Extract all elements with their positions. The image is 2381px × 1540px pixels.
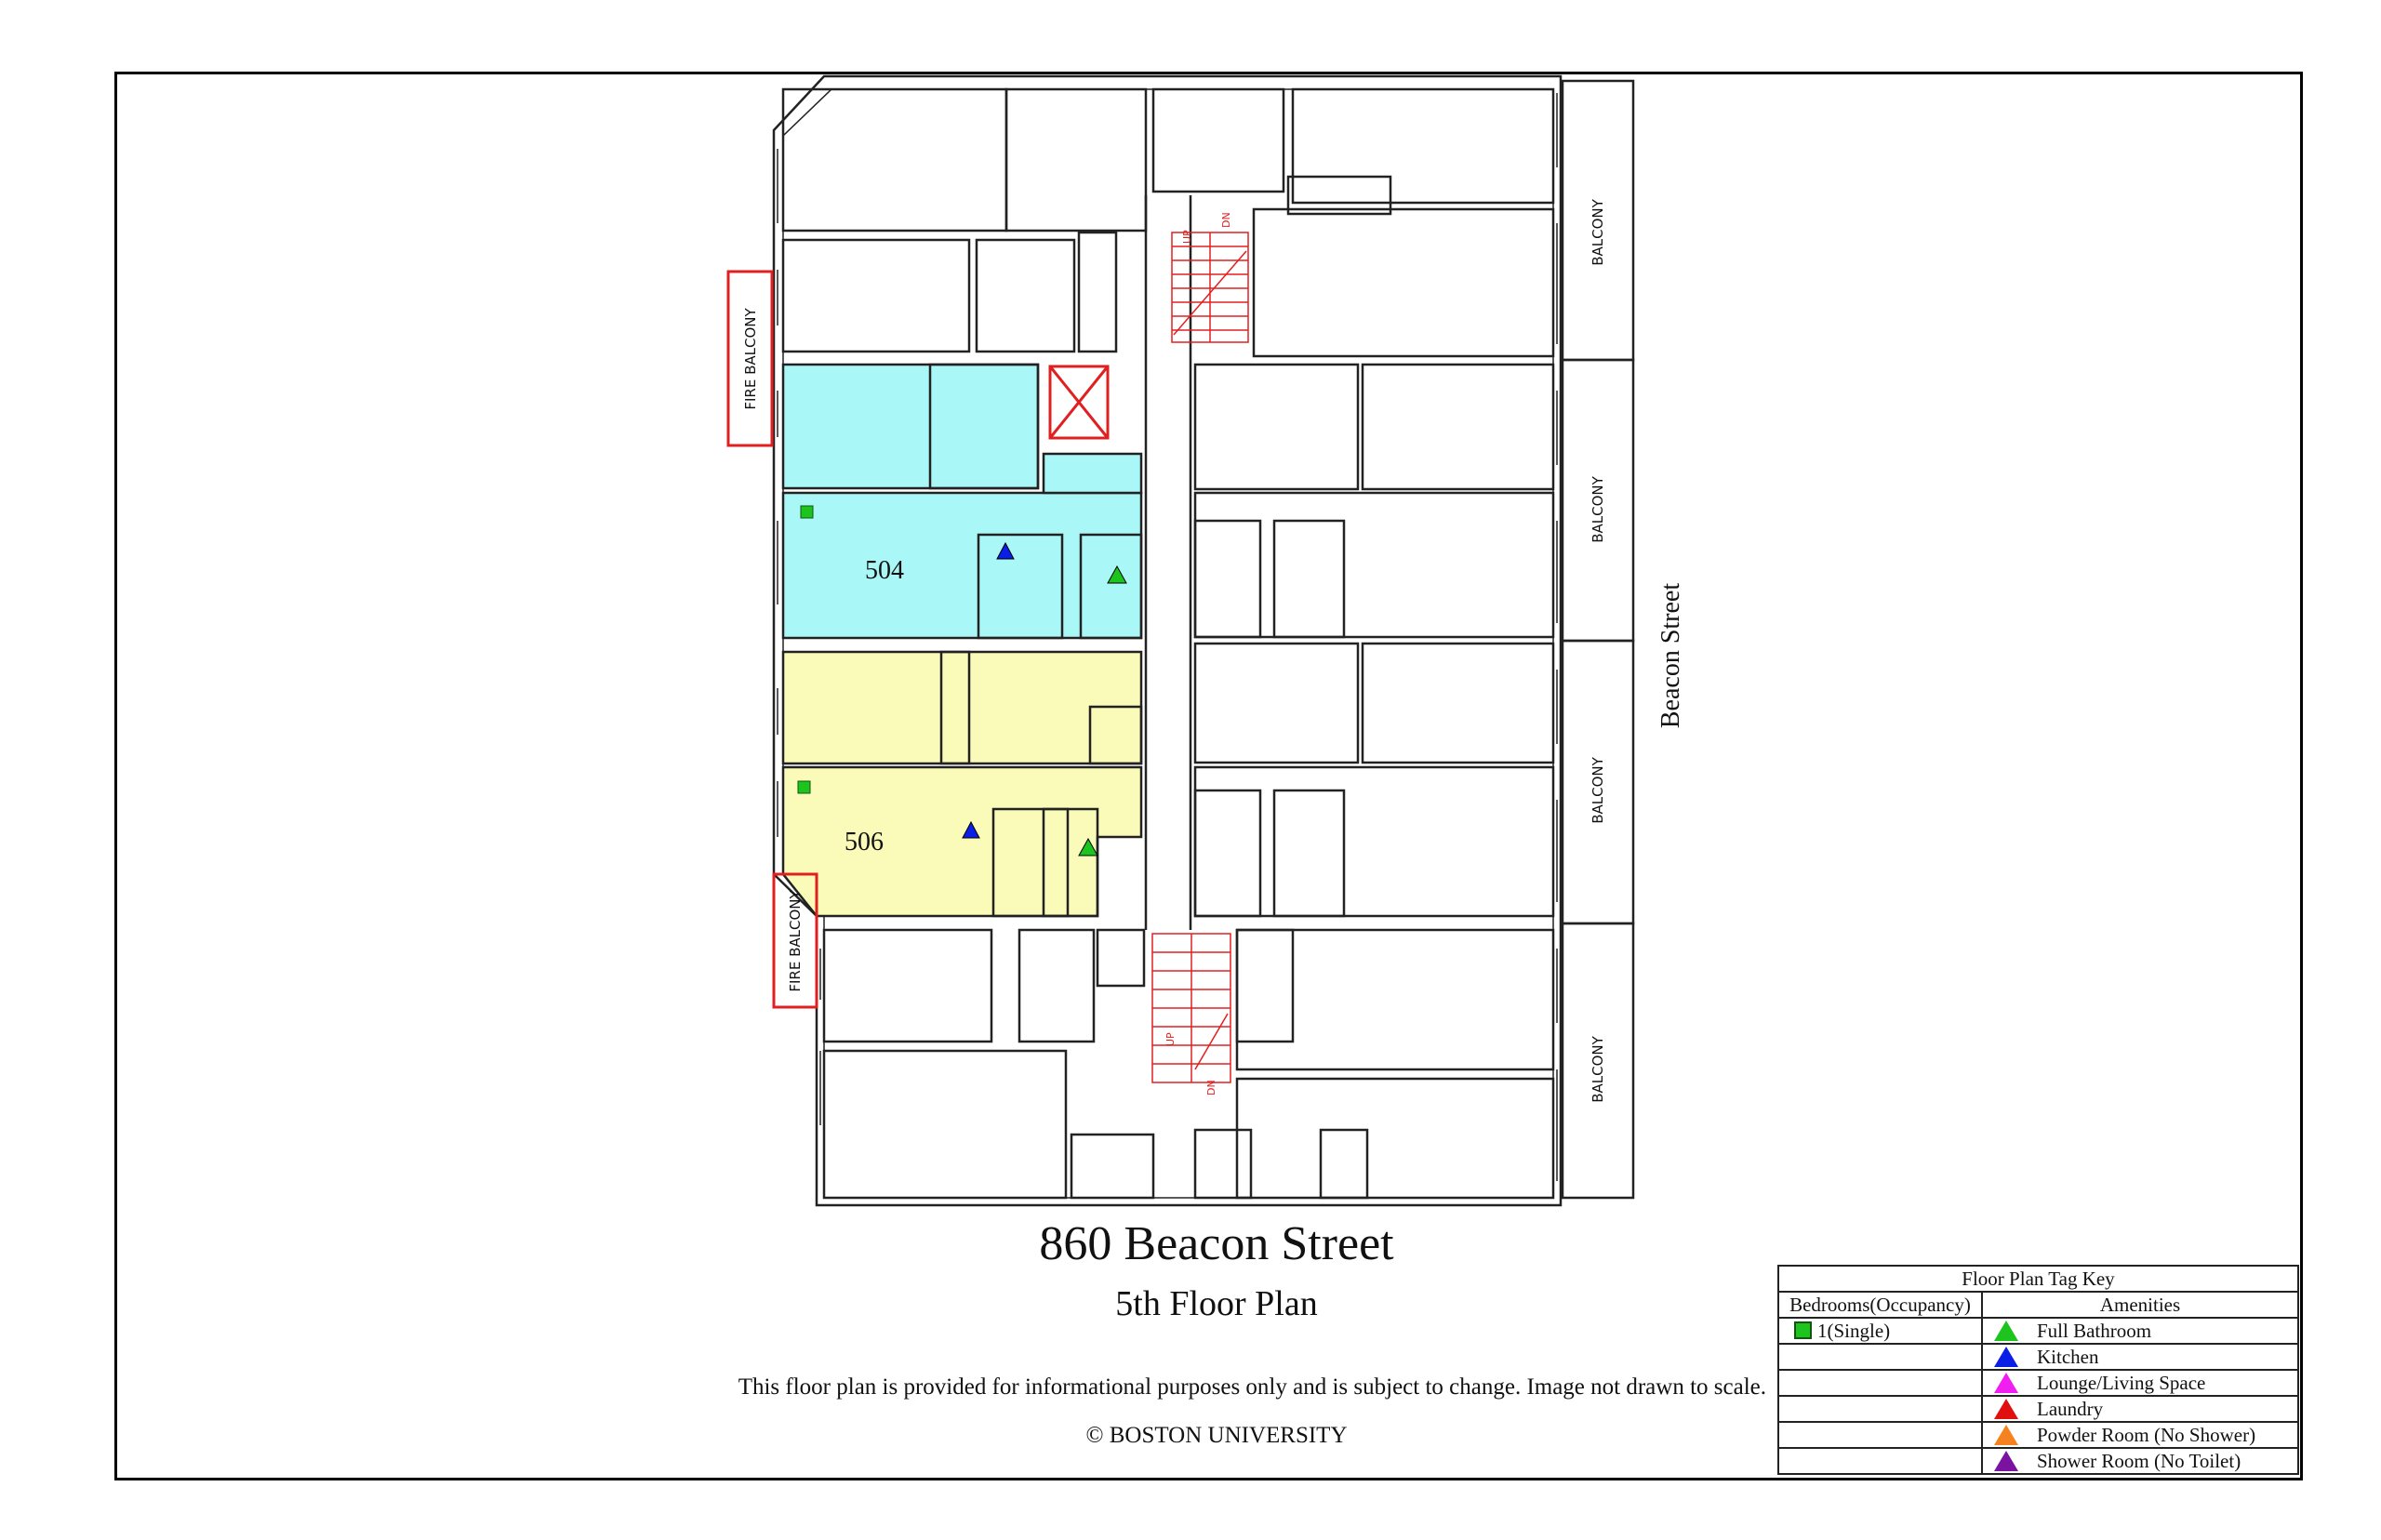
unit-label-506: 506 xyxy=(845,828,884,856)
unit-504-bath xyxy=(1042,452,1143,495)
bedroom-key-item: 1(Single) xyxy=(1777,1317,1983,1345)
unit-504-room-b xyxy=(781,491,1143,640)
unit-504-room-a xyxy=(781,363,1040,490)
building-outline xyxy=(772,74,1563,1207)
disclaimer: This floor plan is provided for informat… xyxy=(738,1374,1766,1400)
purple-triangle-icon xyxy=(1994,1450,2018,1471)
stair-dn-label: DN xyxy=(1205,1080,1217,1095)
balcony-label: BALCONY xyxy=(1590,198,1606,265)
balcony-4 xyxy=(1561,922,1635,1200)
tag-key-table: Floor Plan Tag Key Bedrooms(Occupancy)Am… xyxy=(1777,1265,2299,1475)
amenity-key-item: Kitchen xyxy=(1981,1343,2299,1371)
kitchen-tag xyxy=(962,820,980,839)
amenity-key-item: Powder Room (No Shower) xyxy=(1981,1421,2299,1449)
amenity-key-item: Laundry xyxy=(1981,1395,2299,1423)
bathroom-tag xyxy=(1078,837,1098,856)
amenities-header: Amenities xyxy=(1981,1291,2299,1319)
red-triangle-icon xyxy=(1994,1398,2018,1419)
fire-balcony-top xyxy=(726,270,774,447)
green-square-icon xyxy=(1794,1321,1812,1339)
unit-506-room-a xyxy=(781,650,1143,765)
magenta-triangle-icon xyxy=(1994,1372,2018,1393)
unit-label-504: 504 xyxy=(865,556,904,585)
fire-balcony-label: FIRE BALCONY xyxy=(742,308,759,410)
drawing-frame xyxy=(114,72,2303,1480)
key-title: Floor Plan Tag Key xyxy=(1777,1265,2299,1293)
stair-dn-label: DN xyxy=(1220,212,1232,228)
bedrooms-header: Bedrooms(Occupancy) xyxy=(1777,1291,1983,1319)
bedroom-tag xyxy=(800,505,814,519)
stairs-top xyxy=(1171,232,1249,343)
amenity-key-item: Lounge/Living Space xyxy=(1981,1369,2299,1397)
amenity-key-item: Shower Room (No Toilet) xyxy=(1981,1447,2299,1475)
blue-triangle-icon xyxy=(1994,1346,2018,1367)
street-label: Beacon Street xyxy=(1656,582,1685,729)
bedroom-tag xyxy=(797,780,811,794)
bathroom-tag xyxy=(1107,564,1127,584)
green-triangle-icon xyxy=(1994,1320,2018,1341)
stair-up-label: UP xyxy=(1164,1032,1177,1046)
floor-subtitle: 5th Floor Plan xyxy=(1115,1284,1318,1323)
balcony-label: BALCONY xyxy=(1590,756,1606,823)
stair-up-label: UP xyxy=(1181,230,1193,244)
amenity-key-item: Full Bathroom xyxy=(1981,1317,2299,1345)
building-title: 860 Beacon Street xyxy=(1039,1217,1394,1270)
copyright: © BOSTON UNIVERSITY xyxy=(1085,1423,1348,1448)
stairs-bottom xyxy=(1151,933,1231,1083)
kitchen-tag xyxy=(996,541,1015,560)
elevator-shaft xyxy=(1048,365,1110,440)
fire-balcony-bottom xyxy=(772,872,818,1009)
fire-balcony-label: FIRE BALCONY xyxy=(787,890,804,992)
balcony-label: BALCONY xyxy=(1590,1035,1606,1102)
orange-triangle-icon xyxy=(1994,1424,2018,1445)
balcony-label: BALCONY xyxy=(1590,475,1606,542)
